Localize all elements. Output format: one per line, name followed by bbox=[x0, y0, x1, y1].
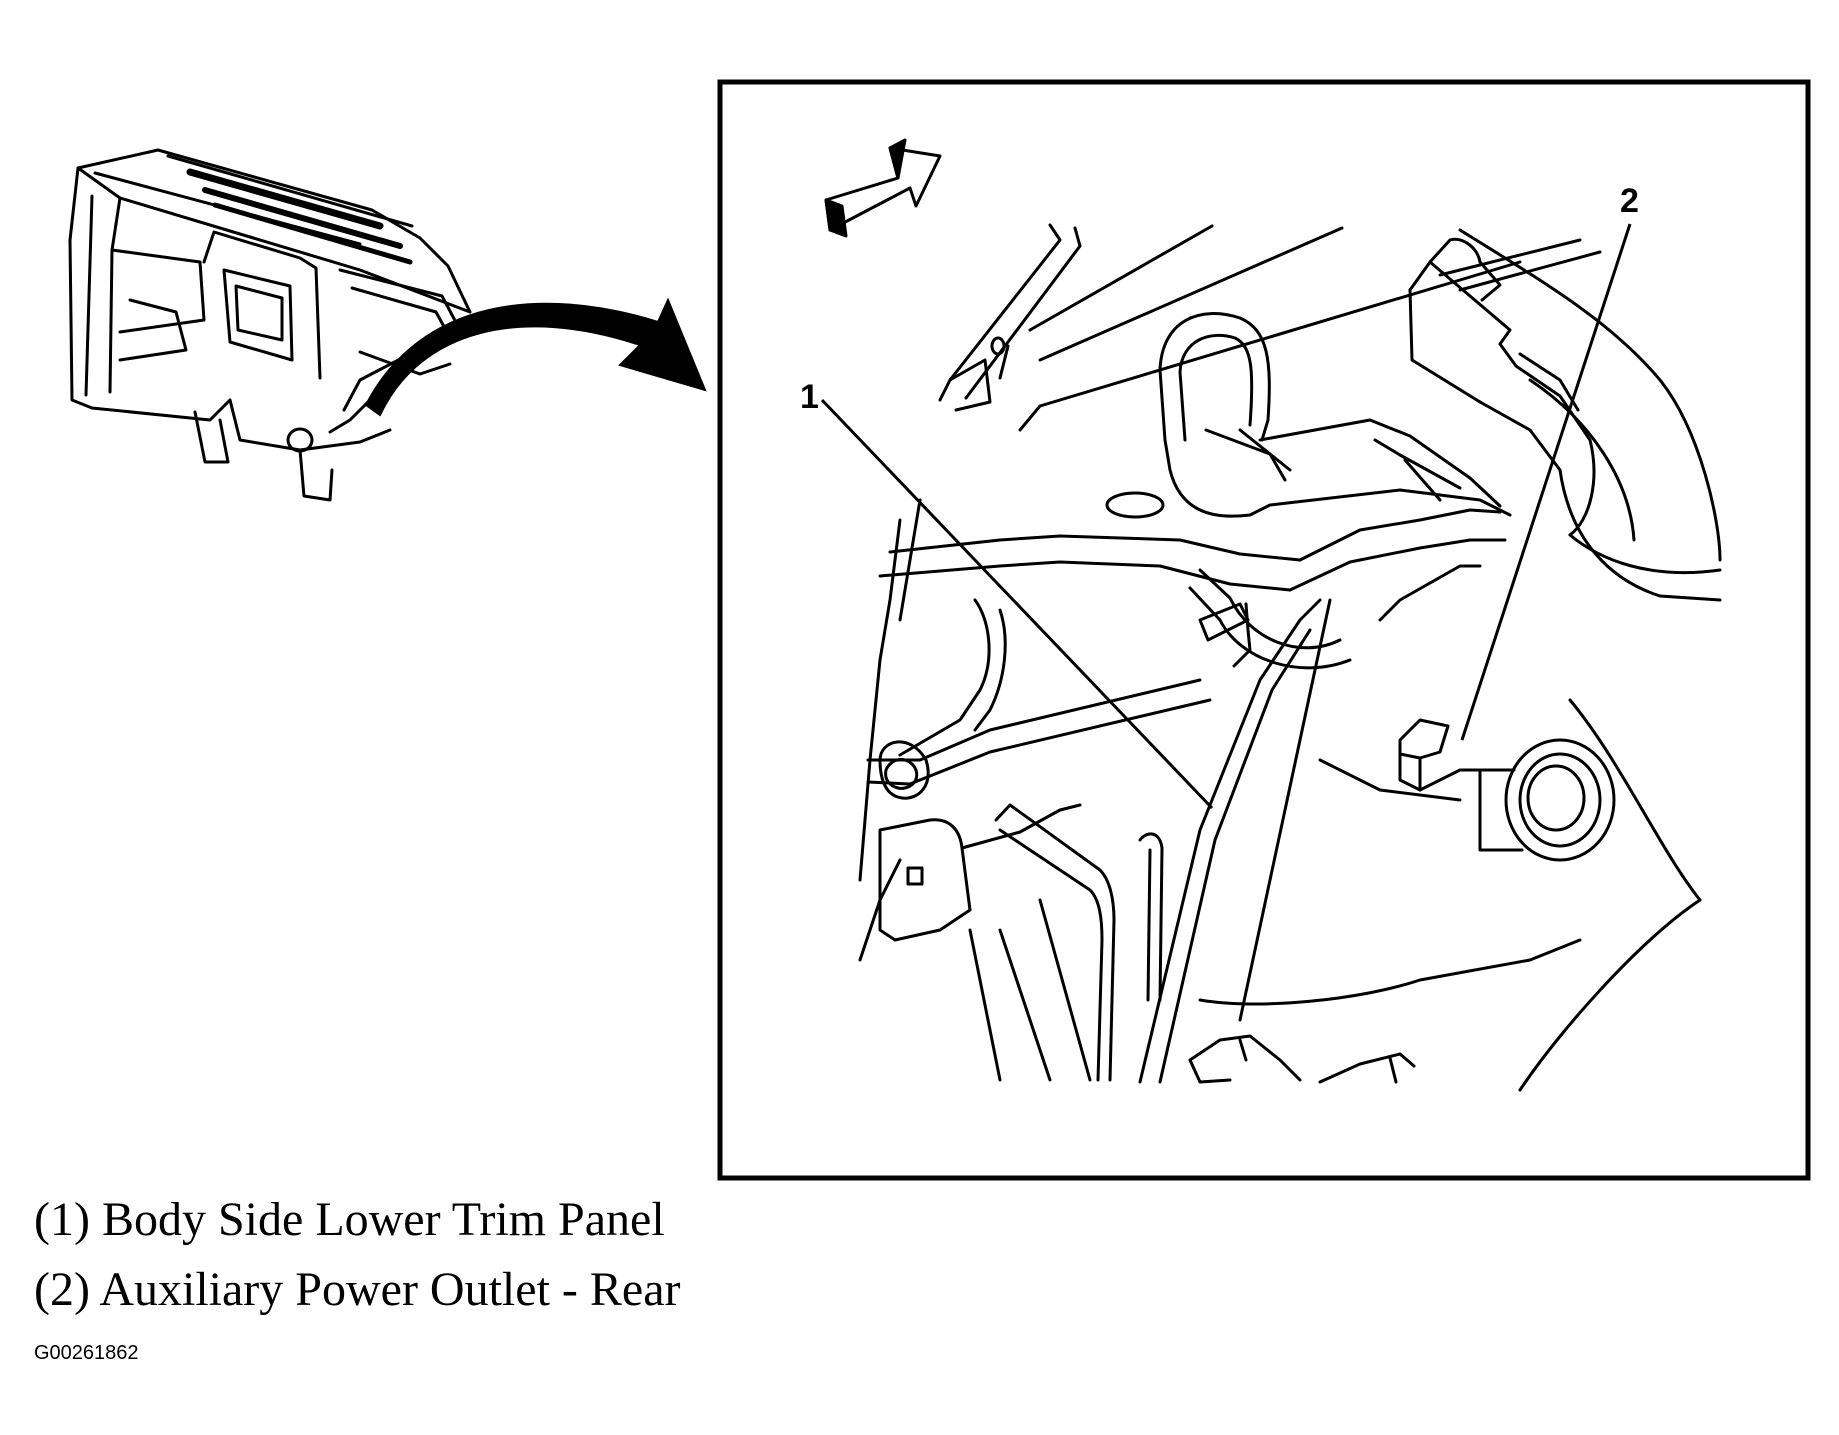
front-direction-arrow-icon bbox=[824, 138, 942, 238]
vehicle-locator-view bbox=[68, 148, 472, 502]
leader-line-1 bbox=[820, 398, 1214, 810]
legend-item-1: (1) Body Side Lower Trim Panel bbox=[34, 1193, 665, 1246]
figure-id: G00261862 bbox=[34, 1342, 139, 1364]
detail-frame bbox=[717, 79, 1811, 1181]
callout-number-2: 2 bbox=[1620, 182, 1639, 220]
trunk-interior-line-art bbox=[858, 223, 1722, 1092]
callout-number-1: 1 bbox=[800, 378, 819, 416]
curved-locator-arrow-icon bbox=[364, 297, 707, 417]
leader-line-2 bbox=[1460, 223, 1632, 741]
outlet-bezel bbox=[1504, 738, 1616, 862]
legend-item-2: (2) Auxiliary Power Outlet - Rear bbox=[34, 1263, 681, 1316]
